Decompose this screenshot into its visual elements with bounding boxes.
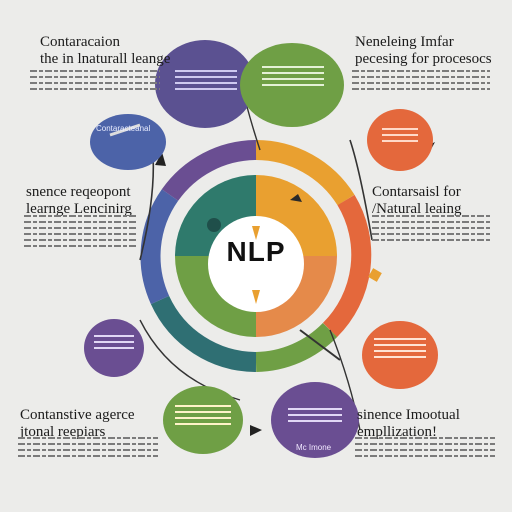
pen-icon	[109, 123, 141, 137]
connector-line	[349, 139, 373, 241]
center-circle	[208, 216, 304, 312]
arrow-icon	[250, 425, 262, 436]
text-block-bottom-left	[18, 437, 158, 461]
ring-segment-teal	[150, 295, 257, 372]
heading-top-right: Neneleing Imfar pecesing for procesocs	[355, 34, 492, 68]
ring-segment-purple	[161, 140, 257, 201]
bubble-text-bottom-center-left	[175, 405, 231, 429]
bubble-bottom-center-left	[163, 386, 243, 454]
heading-mid-left-line1: snence reqeopont	[26, 184, 131, 200]
ring-segment-blue	[140, 189, 179, 305]
arrow-down-icon	[252, 226, 260, 240]
bubble-label-mid-left: Contaracteanal	[96, 124, 151, 133]
heading-mid-right: Contarsaisl for /Natural leaing	[372, 184, 462, 218]
heading-bottom-left-line2: jtonal reepiars	[20, 424, 106, 440]
text-block-bottom-right	[355, 437, 495, 461]
text-block-mid-right	[372, 215, 490, 245]
text-block-top-left	[30, 70, 160, 94]
heading-bottom-right-line2: empllization!	[357, 424, 437, 440]
arrow-down-icon	[252, 290, 260, 304]
bubble-text-bottom-center-right	[288, 408, 342, 426]
heading-bottom-right-line1: sinence Imootual	[357, 407, 460, 423]
ring-segment-green	[255, 322, 338, 372]
heading-top-left-line2: the in lnaturall leange	[40, 51, 171, 67]
heading-mid-right-line1: Contarsaisl for	[372, 184, 461, 200]
ring-segment-amber	[255, 140, 355, 206]
bubble-text-top-center-left	[175, 70, 237, 94]
leaf-icon	[207, 218, 221, 232]
heading-bottom-left: Contanstive agerce jtonal reepiars	[20, 407, 135, 441]
bubble-text-mid-right	[382, 128, 418, 146]
bubble-text-top-center-right	[262, 66, 324, 90]
arrow-icon	[155, 152, 166, 166]
bubble-label-bottom-center-right: Mc Imone	[296, 443, 332, 452]
heading-mid-left: snence reqeopont learnge Lencinirg	[26, 184, 132, 218]
ring-segment-orange	[322, 194, 372, 338]
connector-line	[299, 329, 341, 361]
heading-mid-left-line2: learnge Lencinirg	[26, 201, 132, 217]
heading-top-right-line2: pecesing for procesocs	[355, 51, 492, 67]
bubble-top-center-left	[155, 40, 255, 128]
diamond-icon	[368, 268, 382, 282]
bubble-text-bottom-left	[94, 335, 134, 353]
pen-icon	[290, 194, 302, 202]
text-block-mid-left	[24, 215, 136, 251]
heading-top-left: Contaracaion the in lnaturall leange	[40, 34, 170, 68]
text-block-top-right	[352, 70, 490, 94]
heading-top-left-line1: Contaracaion	[40, 34, 120, 50]
center-label: NLP	[226, 236, 286, 267]
heading-bottom-left-line1: Contanstive agerce	[20, 407, 135, 423]
heading-top-right-line1: Neneleing Imfar	[355, 34, 454, 50]
bubble-mid-left	[90, 114, 166, 170]
bubble-text-bottom-right	[374, 338, 426, 362]
heading-bottom-right: sinence Imootual empllization!	[357, 407, 460, 441]
heading-mid-right-line2: /Natural leaing	[372, 201, 462, 217]
